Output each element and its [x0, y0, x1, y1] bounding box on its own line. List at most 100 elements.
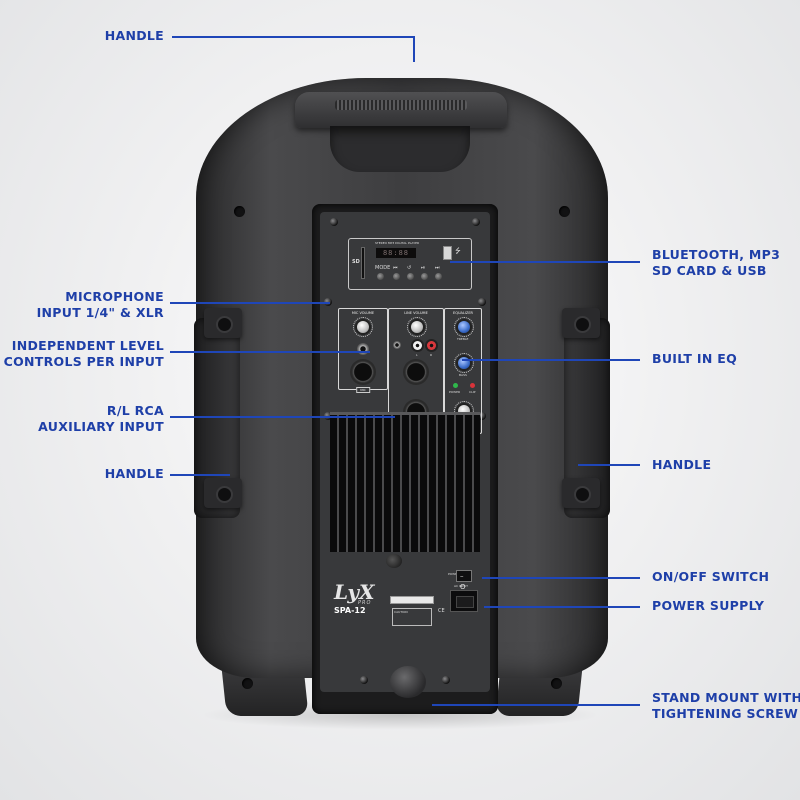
sd-card-icon: SD: [352, 259, 360, 265]
ce-mark: CE: [438, 608, 445, 614]
callout-line-handle-top-drop: [413, 36, 415, 62]
callout-text: HANDLE: [104, 28, 164, 43]
callout-text: BUILT IN EQ: [652, 351, 738, 366]
rca-right-input[interactable]: [427, 341, 436, 350]
line-knob-scale: [407, 317, 427, 337]
callout-line-handle-left: [170, 474, 230, 476]
callout-eq: BUILT IN EQ: [652, 351, 737, 367]
callout-text: MICROPHONE: [65, 289, 164, 304]
callout-line-handle-top: [172, 36, 415, 38]
brand-subtitle: PRO: [358, 600, 372, 606]
power-led: [453, 383, 458, 388]
callout-text: R/L RCA: [106, 403, 164, 418]
next-icon: ⏭: [435, 265, 440, 271]
mp3-display: 88:88: [376, 248, 416, 258]
sd-card-slot[interactable]: [361, 247, 365, 279]
previous-icon: ⏮: [393, 265, 398, 271]
callout-line-mic: [170, 302, 330, 304]
power-switch-label: POWER: [448, 572, 460, 576]
mic-knob-scale: [353, 317, 373, 337]
mp3-module-title: STEREO MP3 DIGITAL PLAYER: [375, 241, 420, 245]
mode-button[interactable]: [377, 273, 384, 280]
screw: [478, 298, 486, 306]
callout-stand-mount: STAND MOUNT WITH TIGHTENING SCREW: [652, 690, 800, 722]
clip-led: [470, 383, 475, 388]
left-upper-bracket: [204, 308, 242, 338]
mic-volume-knob[interactable]: [357, 321, 369, 333]
callout-text: SD CARD & USB: [652, 263, 767, 278]
left-lower-bracket: [204, 478, 242, 508]
right-lower-bracket: [562, 478, 600, 508]
mic-section: MIC VOLUME MIC: [338, 308, 388, 393]
line-jack[interactable]: [393, 341, 401, 349]
callout-text: CONTROLS PER INPUT: [3, 354, 164, 369]
callout-text: STAND MOUNT WITH: [652, 690, 800, 705]
callout-text: INDEPENDENT LEVEL: [11, 338, 164, 353]
screw: [472, 218, 480, 226]
mount-hole: [242, 678, 253, 689]
right-upper-bracket: [562, 308, 600, 338]
callout-power-supply: POWER SUPPLY: [652, 598, 764, 614]
play-pause-button[interactable]: [421, 273, 428, 280]
power-led-label: POWER: [449, 390, 461, 394]
mic-volume-label: MIC VOLUME: [351, 311, 375, 315]
callout-bluetooth: BLUETOOTH, MP3 SD CARD & USB: [652, 247, 780, 279]
ac-power-socket[interactable]: [450, 590, 478, 612]
callout-line-onoff: [482, 577, 640, 579]
treble-label: TREBLE: [457, 337, 469, 341]
callout-line-stand: [432, 704, 640, 706]
treble-knob-scale: [454, 317, 474, 337]
rca-left-label: L: [416, 353, 418, 357]
callout-line-power: [484, 606, 640, 608]
rca-right-label: R: [430, 353, 433, 357]
callout-text: HANDLE: [104, 466, 164, 481]
line-xlr-input[interactable]: [405, 361, 427, 383]
callout-handle-left: HANDLE: [105, 466, 164, 482]
callout-text: INPUT 1/4" & XLR: [36, 305, 164, 320]
previous-button[interactable]: [393, 273, 400, 280]
callout-handle-top: HANDLE: [105, 28, 164, 44]
amp-panel: STEREO MP3 DIGITAL PLAYER SD 88:88 ⭍ MOD…: [320, 212, 490, 692]
top-handle: [295, 92, 507, 128]
callout-line-handle-right: [578, 464, 640, 466]
stand-mount-screw[interactable]: [390, 666, 426, 698]
screw: [360, 676, 368, 684]
mount-hole: [559, 206, 570, 217]
play-pause-icon: ⏯: [421, 265, 426, 271]
bass-label: BASS: [459, 373, 467, 377]
screw: [478, 412, 486, 420]
callout-line-rca: [170, 416, 395, 418]
brand-logo: LyX: [334, 580, 375, 604]
usb-port[interactable]: [443, 246, 452, 260]
usb-icon: ⭍: [455, 247, 461, 255]
switch-glyph: – O: [460, 572, 466, 591]
screw: [442, 676, 450, 684]
equalizer-label: EQUALIZER: [453, 311, 473, 315]
callout-level-controls: INDEPENDENT LEVEL CONTROLS PER INPUT: [4, 338, 164, 370]
treble-knob[interactable]: [458, 321, 470, 333]
serial-sticker: [390, 596, 434, 604]
callout-line-eq: [462, 359, 640, 361]
model-number: SPA-12: [334, 606, 366, 615]
mic-quarter-inch-jack[interactable]: [357, 343, 369, 355]
line-volume-knob[interactable]: [411, 321, 423, 333]
callout-handle-right: HANDLE: [652, 457, 711, 473]
handle-recess: [330, 126, 470, 172]
callout-text: AUXILIARY INPUT: [38, 419, 164, 434]
power-switch[interactable]: – O: [456, 570, 472, 591]
rca-left-input[interactable]: [413, 341, 422, 350]
mic-xlr-input[interactable]: [352, 361, 374, 383]
amplifier-heatsink: [330, 412, 480, 552]
line-volume-label: LINE VOLUME: [404, 311, 428, 315]
rear-bolt: [386, 554, 402, 568]
bass-knob-scale: [454, 353, 474, 373]
callout-text: ON/OFF SWITCH: [652, 569, 770, 584]
speaker: STEREO MP3 DIGITAL PLAYER SD 88:88 ⭍ MOD…: [190, 78, 614, 716]
mp3-player-module: STEREO MP3 DIGITAL PLAYER SD 88:88 ⭍ MOD…: [348, 238, 472, 290]
repeat-button[interactable]: [407, 273, 414, 280]
callout-onoff-switch: ON/OFF SWITCH: [652, 569, 769, 585]
callout-text: BLUETOOTH, MP3: [652, 247, 781, 262]
next-button[interactable]: [435, 273, 442, 280]
mount-hole: [234, 206, 245, 217]
